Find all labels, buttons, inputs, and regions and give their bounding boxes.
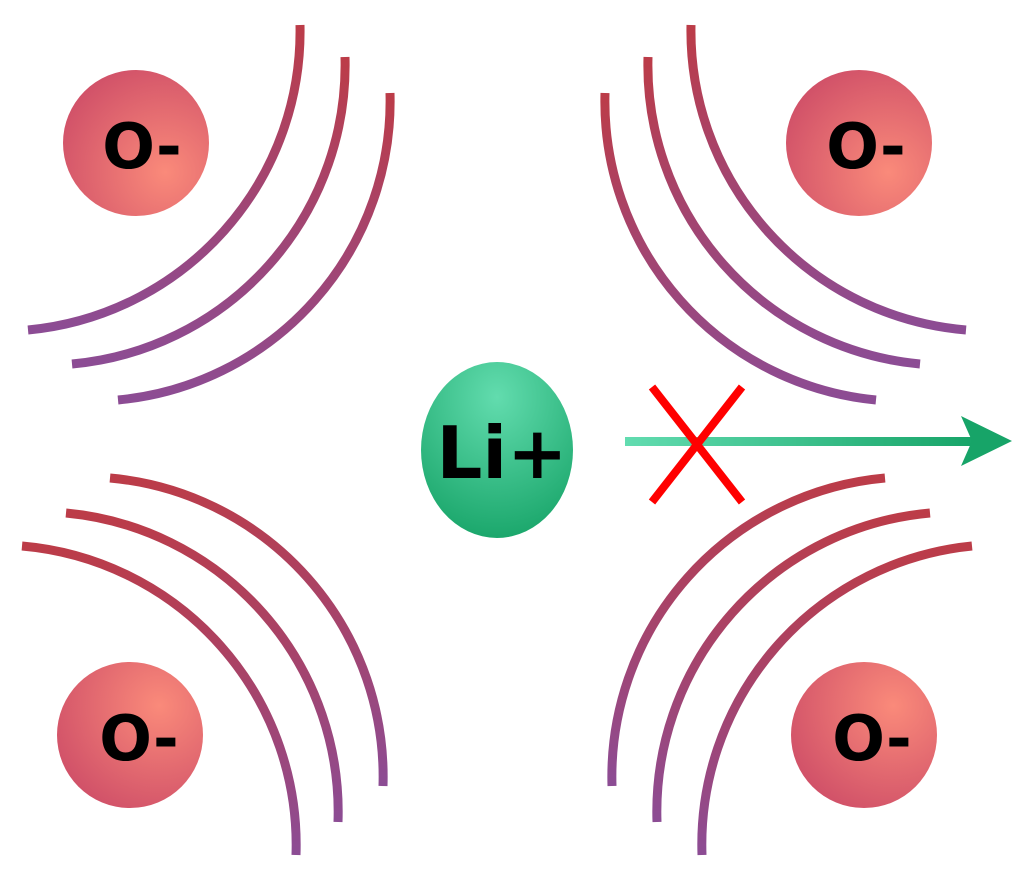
arcs-top-right [600,24,967,405]
anion-bottom-right: O- [791,662,937,808]
field-arc [21,541,301,856]
anion-top-right: O- [786,70,932,216]
field-arc [607,473,886,787]
anion-top-left: O- [63,70,209,216]
field-arc [65,508,343,823]
anion-label: O- [99,702,179,775]
anion-label: O- [102,110,182,183]
field-arc [600,92,877,405]
arcs-bottom-right [607,473,973,856]
migration-arrow [625,416,1012,466]
arcs-top-left [27,24,395,405]
anion-label: O- [826,110,906,183]
field-arc [109,473,388,787]
field-arc [652,508,931,823]
cation-label: Li+ [437,411,568,495]
arcs-bottom-left [21,473,388,856]
field-arc [117,92,395,405]
field-arc [27,24,305,335]
anion-label: O- [832,702,912,775]
anion-bottom-left: O- [57,662,203,808]
blocked-x-icon [648,384,746,505]
field-arc [71,56,350,369]
field-arc [686,24,967,335]
cation-li: Li+ [421,362,573,538]
field-arc [643,56,921,369]
field-arc [697,541,973,856]
